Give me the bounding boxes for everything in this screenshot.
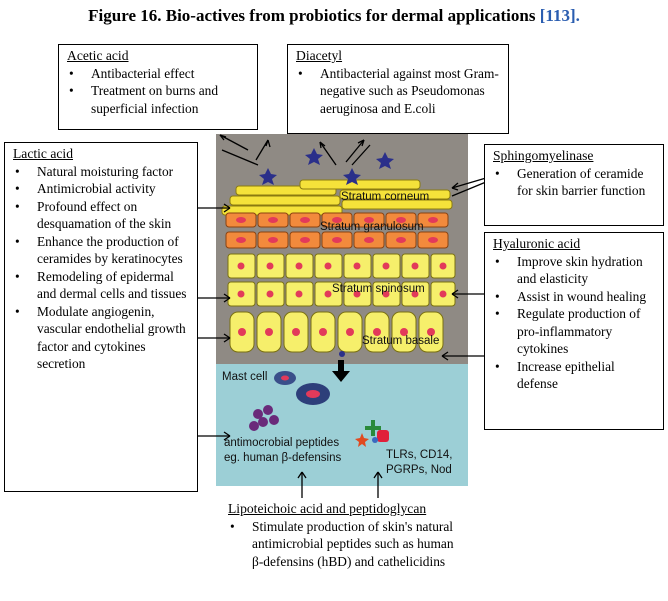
label-stratum-spinosum: Stratum spinosum (332, 283, 425, 295)
lactic-acid-box: Lactic acid Natural moisturing factor An… (4, 142, 198, 492)
label-amp-line2: eg. human β-defensins (224, 452, 342, 464)
acetic-acid-item: Antibacterial effect (67, 65, 251, 83)
label-receptors: TLRs, CD14, PGRPs, Nod (386, 448, 452, 478)
receptor-shapes (355, 420, 389, 447)
lactic-acid-item: Profound effect on desquamation of the s… (13, 198, 191, 233)
lactic-acid-item: Enhance the production of ceramides by k… (13, 233, 191, 268)
hyaluronic-acid-item: Improve skin hydration and elasticity (493, 253, 657, 288)
lipoteichoic-acid-item: Stimulate production of skin's natural a… (228, 518, 468, 571)
connector-arrows (196, 134, 487, 498)
molecule-stars (259, 148, 394, 357)
lipoteichoic-acid-box: Lipoteichoic acid and peptidoglycan Stim… (224, 498, 474, 598)
diacetyl-item: Antibacterial against most Gram-negative… (296, 65, 502, 118)
sphingomyelinase-box: Sphingomyelinase Generation of ceramide … (484, 144, 664, 226)
sphingomyelinase-item: Generation of ceramide for skin barrier … (493, 165, 657, 200)
hyaluronic-acid-item: Assist in wound healing (493, 288, 657, 306)
amp-cluster (249, 405, 279, 431)
hyaluronic-acid-heading: Hyaluronic acid (493, 236, 581, 251)
diacetyl-heading: Diacetyl (296, 48, 343, 63)
acetic-acid-box: Acetic acid Antibacterial effect Treatme… (58, 44, 258, 130)
lactic-acid-item: Natural moisturing factor (13, 163, 191, 181)
lactic-acid-heading: Lactic acid (13, 146, 73, 161)
hyaluronic-acid-item: Increase epithelial defense (493, 358, 657, 393)
lactic-acid-item: Remodeling of epidermal and dermal cells… (13, 268, 191, 303)
label-stratum-granulosum: Stratum granulosum (320, 221, 424, 233)
lipoteichoic-acid-heading: Lipoteichoic acid and peptidoglycan (228, 501, 427, 516)
cell-nuclei (236, 217, 447, 336)
mast-cells (274, 371, 330, 405)
figure-reference: [113]. (539, 6, 580, 25)
label-stratum-basale: Stratum basale (362, 335, 440, 347)
hyaluronic-acid-item: Regulate production of pro-inflammatory … (493, 305, 657, 358)
label-amp-line1: antimocrobial peptides (224, 437, 340, 449)
diacetyl-box: Diacetyl Antibacterial against most Gram… (287, 44, 509, 134)
sphingomyelinase-heading: Sphingomyelinase (493, 148, 594, 163)
diacetyl-item-text: Antibacterial against most Gram-negative… (320, 65, 499, 116)
label-mast-cell: Mast cell (222, 371, 268, 383)
lactic-acid-item: Antimicrobial activity (13, 180, 191, 198)
skin-down-arrow (332, 360, 350, 382)
label-receptors-line1: TLRs, CD14, (386, 449, 453, 461)
lactic-acid-item: Modulate angiogenin, vascular endothelia… (13, 303, 191, 373)
label-receptors-line2: PGRPs, Nod (386, 464, 452, 476)
figure-title: Figure 16. Bio-actives from probiotics f… (0, 6, 668, 26)
figure-title-text: Figure 16. Bio-actives from probiotics f… (88, 6, 536, 25)
acetic-acid-heading: Acetic acid (67, 48, 129, 63)
label-stratum-corneum: Stratum corneum (341, 191, 430, 203)
acetic-acid-item: Treatment on burns and superficial infec… (67, 82, 251, 117)
hyaluronic-acid-box: Hyaluronic acid Improve skin hydration a… (484, 232, 664, 430)
label-antimicrobial-peptides: antimocrobial peptides eg. human β-defen… (224, 436, 341, 466)
